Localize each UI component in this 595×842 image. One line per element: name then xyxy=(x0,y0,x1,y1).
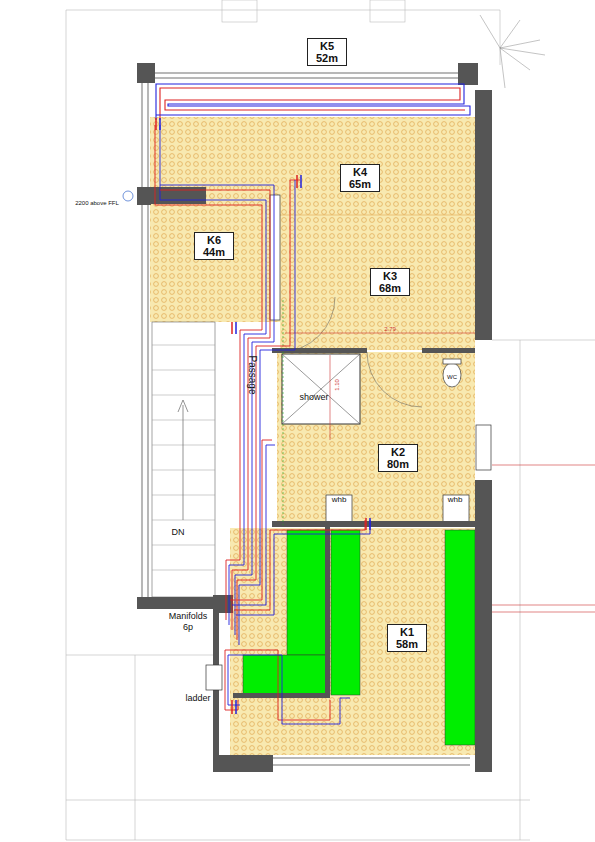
zone-name: K5 xyxy=(311,40,343,52)
plan-label: shower xyxy=(299,392,328,403)
plan-label: 2200 above FFL xyxy=(75,199,119,207)
plan-label: whb xyxy=(332,495,347,505)
pipe-length: 68m xyxy=(374,282,406,294)
zone-name: K2 xyxy=(382,446,414,458)
plan-label: whb xyxy=(448,495,463,505)
zone-label-box: K158m xyxy=(387,624,427,652)
zone-label-box: K280m xyxy=(378,444,418,472)
zone-name: K4 xyxy=(344,166,376,178)
zone-name: K3 xyxy=(374,270,406,282)
plan-label: 1.10 xyxy=(333,379,341,391)
pipe-length: 44m xyxy=(198,246,230,258)
zone-label-box: K644m xyxy=(194,232,234,260)
plan-label: ladder xyxy=(185,693,210,704)
plan-label: 2.79 xyxy=(384,325,396,333)
plan-label: DN xyxy=(172,527,185,538)
zone-label-box: K368m xyxy=(370,268,410,296)
zone-label-box: K465m xyxy=(340,164,380,192)
pipe-length: 58m xyxy=(391,638,423,650)
plan-label: WC xyxy=(447,373,457,381)
plan-label: Manifolds 6p xyxy=(163,611,213,633)
zone-label-box: K552m xyxy=(307,38,347,66)
pipe-length: 52m xyxy=(311,52,343,64)
plan-label: Passage xyxy=(246,356,258,395)
pipe-length: 65m xyxy=(344,178,376,190)
zone-name: K1 xyxy=(391,626,423,638)
zone-name: K6 xyxy=(198,234,230,246)
pipe-length: 80m xyxy=(382,458,414,470)
